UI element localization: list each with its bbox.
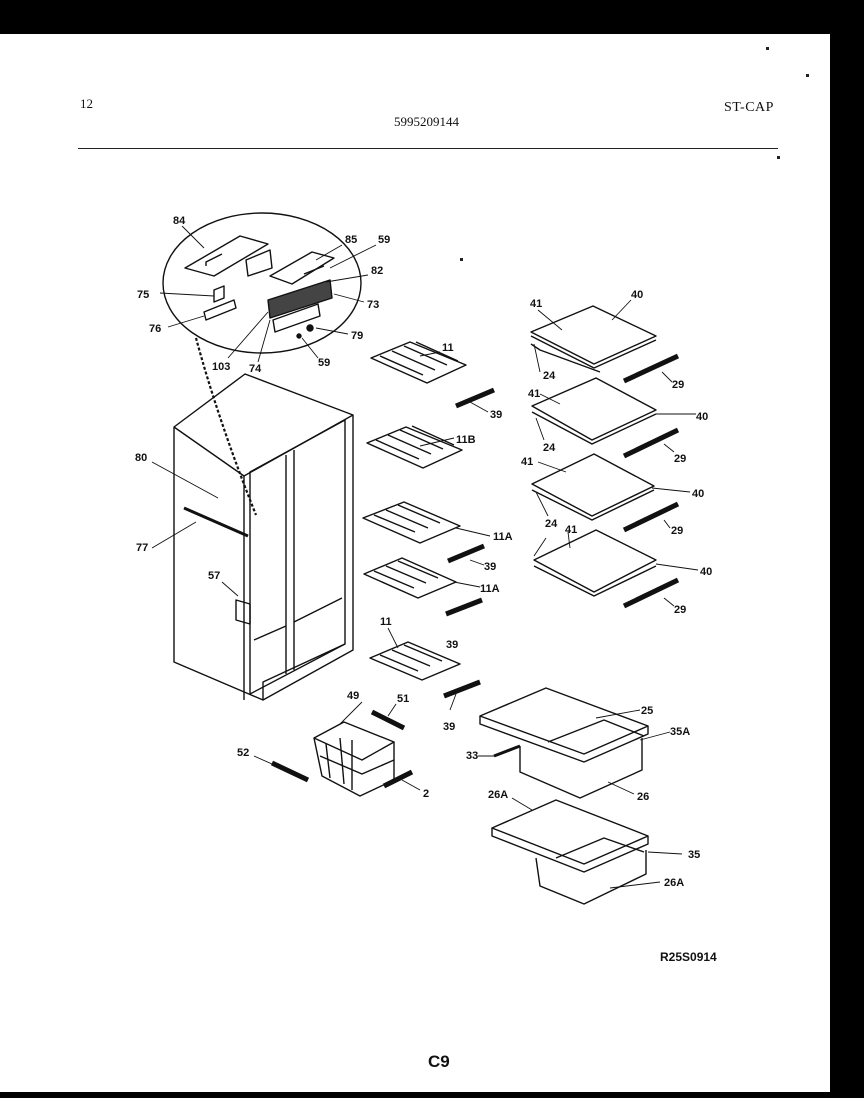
detail-circle [162, 212, 362, 354]
callout-29-4: 29 [674, 604, 686, 616]
callout-41-4: 41 [565, 524, 577, 536]
callout-24-1: 24 [543, 370, 556, 382]
callout-39-1: 39 [490, 409, 502, 421]
callout-40-1: 40 [631, 289, 643, 301]
callout-40-2: 40 [696, 411, 708, 423]
callout-51: 51 [397, 693, 409, 705]
callout-24-3: 24 [545, 518, 558, 530]
callout-82: 82 [371, 265, 383, 277]
callout-40-3: 40 [692, 488, 704, 500]
callout-40-4: 40 [700, 566, 712, 578]
callout-39-3: 39 [446, 639, 458, 651]
callout-29-2: 29 [674, 453, 686, 465]
callout-labels: 84 85 59 82 75 73 76 79 103 74 59 11 39 … [135, 215, 712, 889]
callout-29-3: 29 [671, 525, 683, 537]
callout-11b: 11B [456, 434, 476, 446]
callout-11a-lower: 11A [480, 583, 500, 595]
callout-11-top: 11 [442, 342, 454, 354]
callout-2: 2 [423, 788, 429, 800]
parts-diagram-page: 12 5995209144 ST-CAP [0, 34, 830, 1092]
scan-speck [460, 258, 463, 261]
crisper-drawer-lower [491, 799, 649, 905]
callout-85: 85 [345, 234, 357, 246]
exploded-parts-diagram: 84 85 59 82 75 73 76 79 103 74 59 11 39 … [135, 212, 712, 905]
shelf-supports [443, 387, 495, 699]
callout-52: 52 [237, 747, 249, 759]
callout-84: 84 [173, 215, 186, 227]
callout-26a-upper: 26A [488, 789, 508, 801]
wire-basket [313, 721, 395, 797]
callout-74: 74 [249, 363, 262, 375]
header-rule [78, 148, 778, 149]
callout-59-top: 59 [378, 234, 390, 246]
callout-59-bottom: 59 [318, 357, 330, 369]
model-code: ST-CAP [724, 100, 774, 115]
leader-lines [151, 225, 699, 889]
callout-49: 49 [347, 690, 359, 702]
callout-41-1: 41 [530, 298, 542, 310]
basket-stop [382, 769, 414, 789]
callout-24-2: 24 [543, 442, 556, 454]
scan-speck [806, 74, 809, 77]
callout-79: 79 [351, 330, 363, 342]
callout-33: 33 [466, 750, 478, 762]
scan-speck [777, 156, 780, 159]
diagram-reference: R25S0914 [660, 950, 717, 964]
callout-77: 77 [136, 542, 148, 554]
callout-29-1: 29 [672, 379, 684, 391]
part-number: 5995209144 [394, 114, 459, 129]
callout-35: 35 [688, 849, 700, 861]
callout-75: 75 [137, 289, 149, 301]
callout-41-2: 41 [528, 388, 540, 400]
basket-slide-right [370, 709, 406, 731]
cabinet [173, 373, 354, 701]
callout-73: 73 [367, 299, 379, 311]
callout-57: 57 [208, 570, 220, 582]
callout-11a-upper: 11A [493, 531, 513, 543]
callout-103: 103 [212, 361, 230, 373]
callout-76: 76 [149, 323, 161, 335]
callout-11-bottom: 11 [380, 616, 392, 628]
callout-25: 25 [641, 705, 653, 717]
callout-80: 80 [135, 452, 147, 464]
glass-shelf-rails [622, 353, 680, 609]
callout-35a: 35A [670, 726, 690, 738]
callout-39-4: 39 [443, 721, 455, 733]
callout-41-3: 41 [521, 456, 533, 468]
glass-shelves [530, 305, 657, 597]
page-number: 12 [80, 96, 93, 111]
callout-26: 26 [637, 791, 649, 803]
scan-speck [766, 47, 769, 50]
basket-slide-left [270, 760, 310, 783]
callout-39-2: 39 [484, 561, 496, 573]
crisper-drawer-upper [479, 687, 649, 799]
wire-shelves [362, 341, 467, 681]
page-code: C9 [428, 1052, 450, 1071]
callout-26a-lower: 26A [664, 877, 684, 889]
